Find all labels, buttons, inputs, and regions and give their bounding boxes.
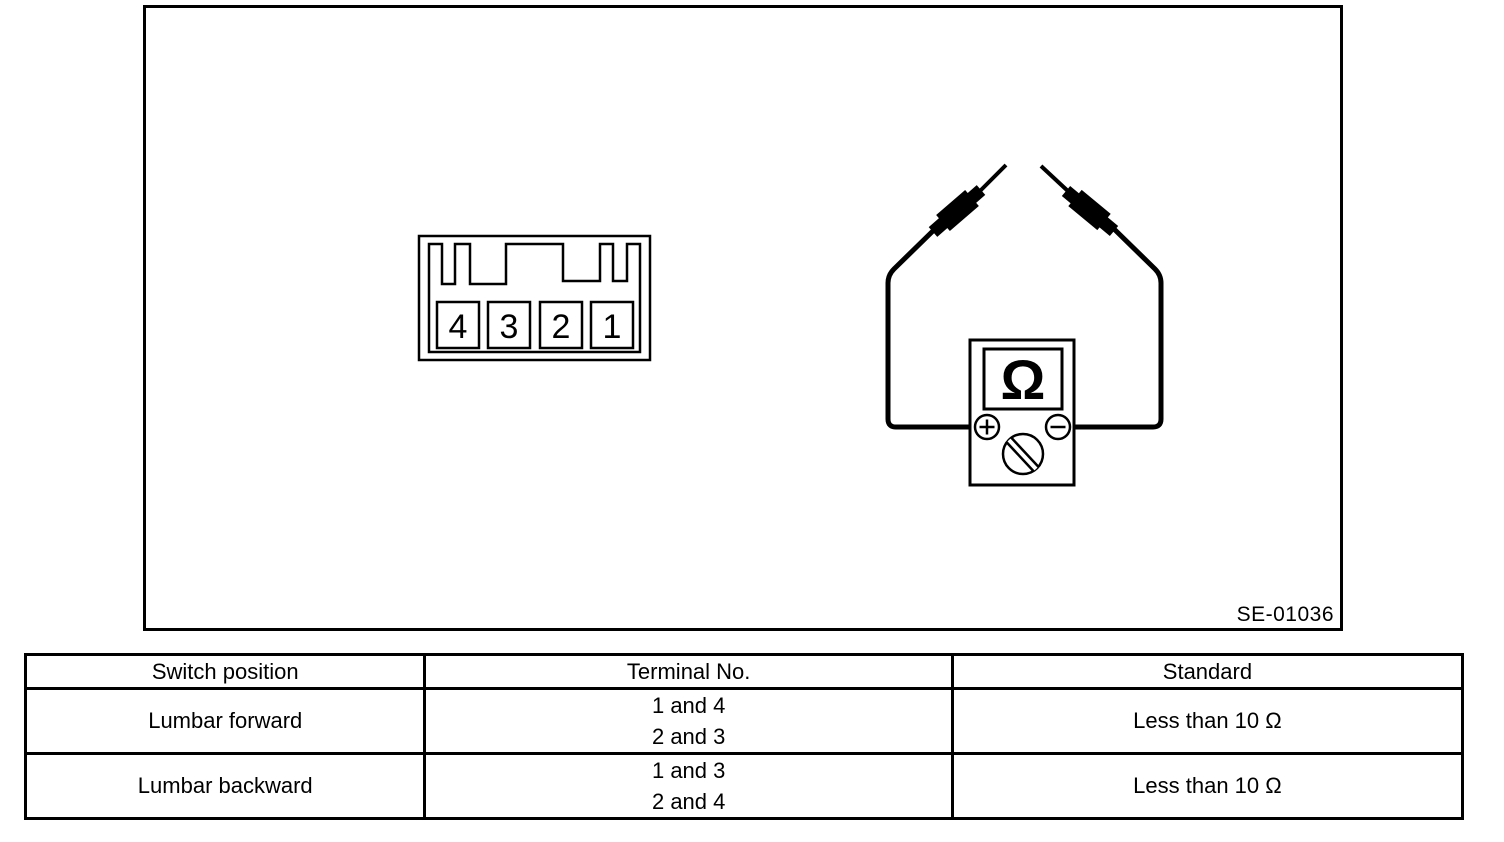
ohm-symbol: Ω (1001, 348, 1046, 411)
selector-dial-icon (1001, 432, 1045, 476)
terminal-label-4: 4 (449, 308, 468, 346)
ohmmeter: Ω (968, 338, 1076, 487)
probe-right-icon (1039, 164, 1119, 236)
terminal-box-2 (538, 300, 584, 350)
terminal-pair-line: 2 and 4 (651, 789, 726, 814)
figure-frame: SE-01036 (143, 5, 1343, 631)
table-row-lumbar-forward: Lumbar forward 1 and 4 2 and 3 Less than… (23, 687, 1465, 755)
table-header-row: Switch position Terminal No. Standard (23, 653, 1465, 690)
cell-terminal-no: 1 and 4 2 and 3 (423, 687, 954, 755)
terminal-pair-line: 1 and 3 (651, 758, 726, 783)
cell-switch-position: Lumbar backward (23, 752, 427, 820)
continuity-spec-table: Switch position Terminal No. Standard Lu… (23, 653, 1465, 820)
terminal-label-1: 1 (603, 308, 622, 346)
probes (928, 163, 1119, 237)
cell-switch-position: Lumbar forward (23, 687, 427, 755)
terminal-box-3 (486, 300, 532, 350)
terminal-pair-line: 1 and 4 (651, 693, 726, 718)
connector-outer-outline (417, 234, 652, 362)
connector-diagram: 4 3 2 1 (417, 234, 652, 362)
header-terminal-no: Terminal No. (423, 653, 954, 690)
header-switch-position: Switch position (23, 653, 427, 690)
terminal-label-3: 3 (500, 308, 519, 346)
test-lead-left-wire (885, 225, 977, 430)
figure-reference-label: SE-01036 (1236, 602, 1334, 626)
ohmmeter-display (982, 347, 1064, 411)
test-lead-right-wire (1069, 225, 1164, 430)
test-leads (885, 225, 1164, 430)
connector-keyed-profile (427, 242, 642, 354)
cell-terminal-no: 1 and 3 2 and 4 (423, 752, 954, 820)
header-standard: Standard (950, 653, 1465, 690)
cell-standard: Less than 10 Ω (950, 687, 1465, 755)
cell-standard: Less than 10 Ω (950, 752, 1465, 820)
terminal-pair-line: 2 and 3 (651, 724, 726, 749)
terminal-label-2: 2 (552, 308, 571, 346)
probe-left-icon (928, 163, 1008, 237)
plus-terminal-icon (973, 413, 1001, 441)
terminal-box-4 (435, 300, 481, 350)
table-row-lumbar-backward: Lumbar backward 1 and 3 2 and 4 Less tha… (23, 752, 1465, 820)
minus-terminal-icon (1044, 413, 1072, 441)
terminal-box-1 (589, 300, 635, 350)
